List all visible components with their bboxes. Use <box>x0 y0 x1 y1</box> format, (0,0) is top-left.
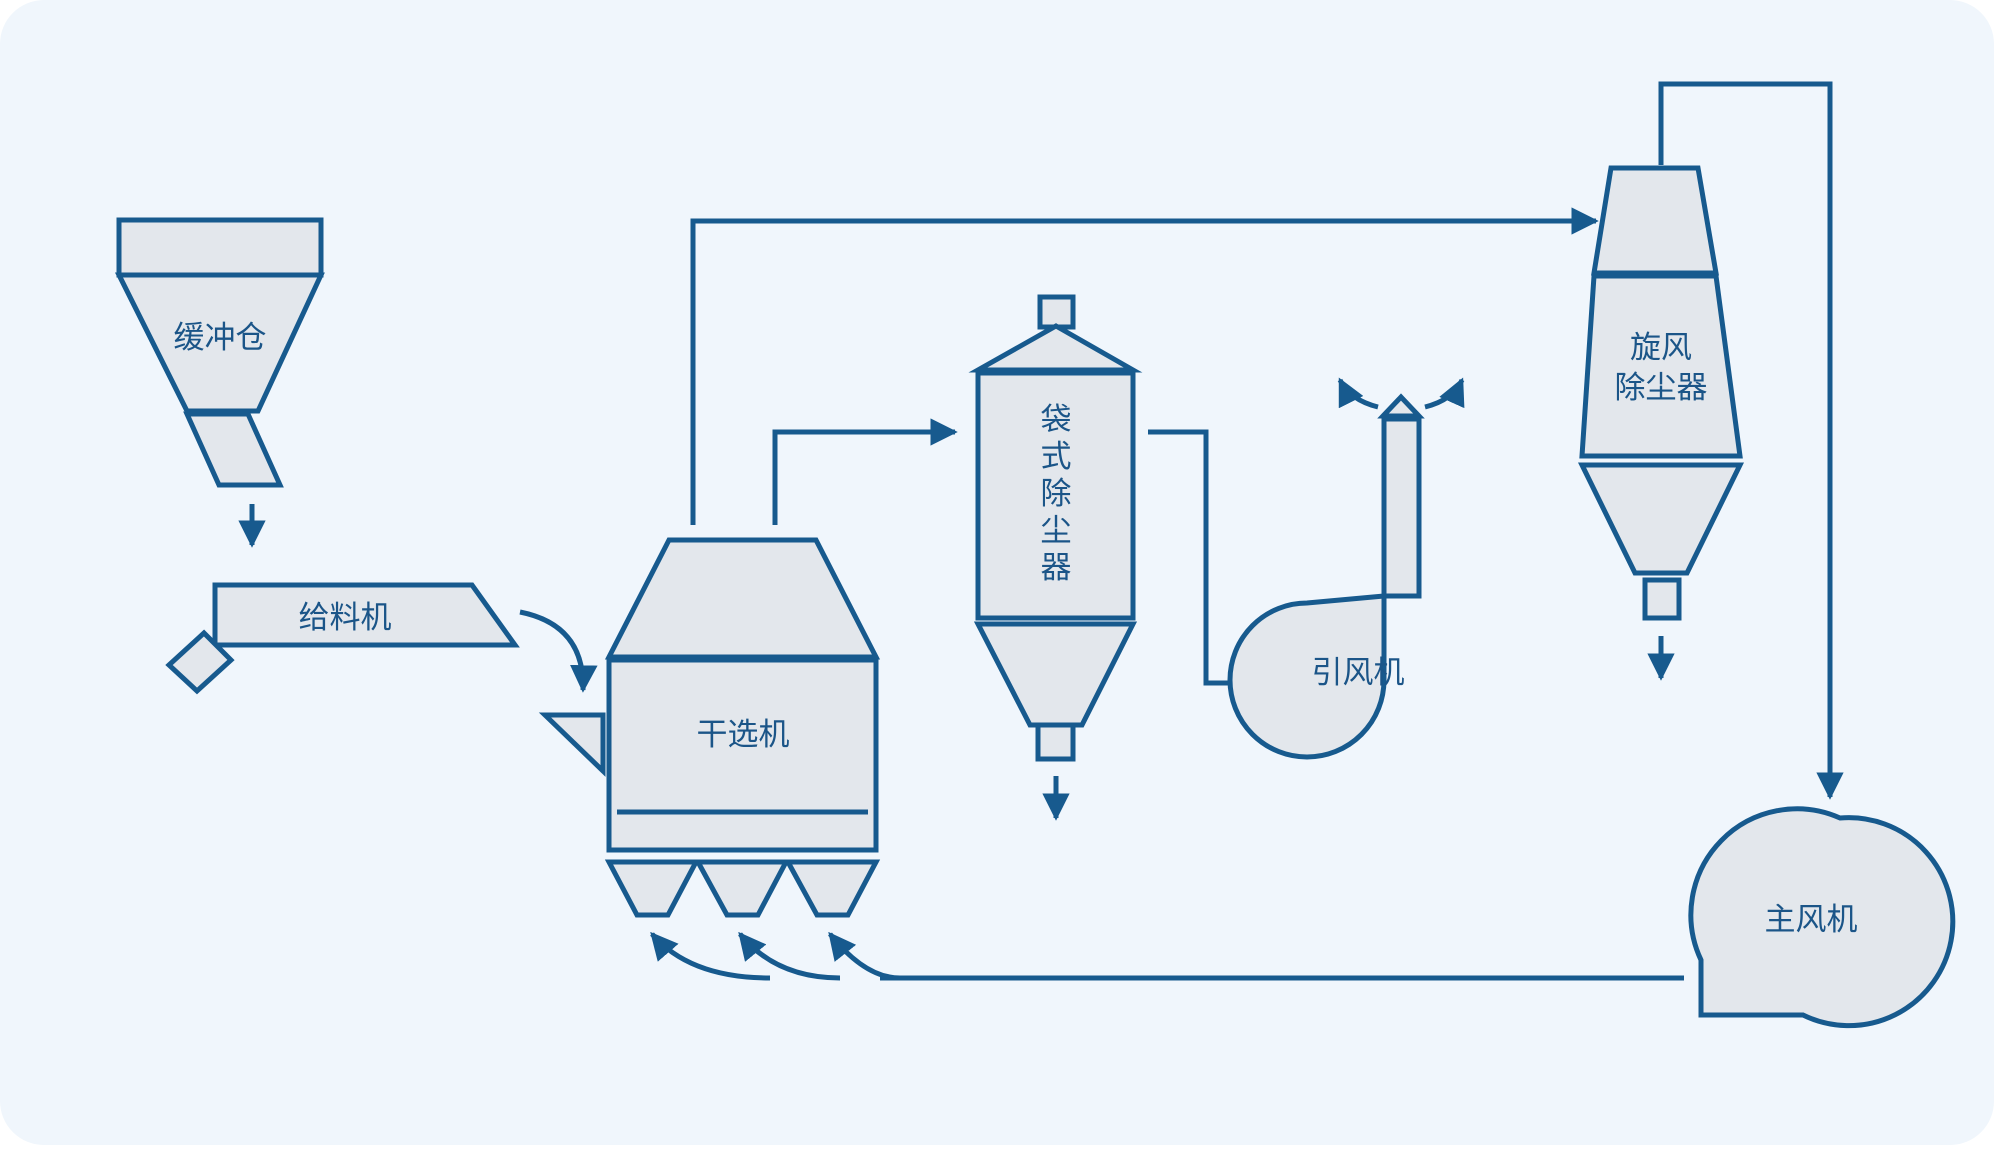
return-arrow-3 <box>828 931 901 981</box>
arrow-feeder-to-separator <box>519 609 598 693</box>
arrow-separator-to-cyclone <box>690 207 1599 525</box>
arrow-cyclone-to-main-fan <box>1658 81 1844 800</box>
feeder: 给料机 <box>165 582 520 695</box>
arrow-separator-to-bag-filter <box>772 418 958 525</box>
main-fan: 主风机 <box>1688 806 1956 1029</box>
bag-filter-label-5: 器 <box>1041 550 1072 586</box>
buffer-bin-label: 缓冲仓 <box>174 320 267 356</box>
bag-filter-label-2: 式 <box>1041 439 1072 475</box>
bag-filter-label-3: 除 <box>1041 476 1072 512</box>
main-fan-label: 主风机 <box>1765 902 1858 938</box>
bag-filter: 袋 式 除 尘 器 <box>968 294 1143 762</box>
cyclone-label-2: 除尘器 <box>1615 370 1708 406</box>
return-arrow-2 <box>738 931 841 981</box>
return-arrow-1 <box>650 931 771 981</box>
feeder-label: 给料机 <box>299 600 392 636</box>
bag-filter-label-1: 袋 <box>1041 402 1072 438</box>
bag-filter-label-4: 尘 <box>1041 513 1072 549</box>
cyclone-dust-collector: 旋风 除尘器 <box>1577 165 1745 621</box>
buffer-bin: 缓冲仓 <box>114 217 325 488</box>
dry-separator: 干选机 <box>538 537 881 918</box>
induced-fan-label: 引风机 <box>1312 655 1405 691</box>
cyclone-label-1: 旋风 <box>1630 330 1692 366</box>
dry-separator-label: 干选机 <box>697 717 790 753</box>
induced-fan: 引风机 <box>1227 377 1465 760</box>
